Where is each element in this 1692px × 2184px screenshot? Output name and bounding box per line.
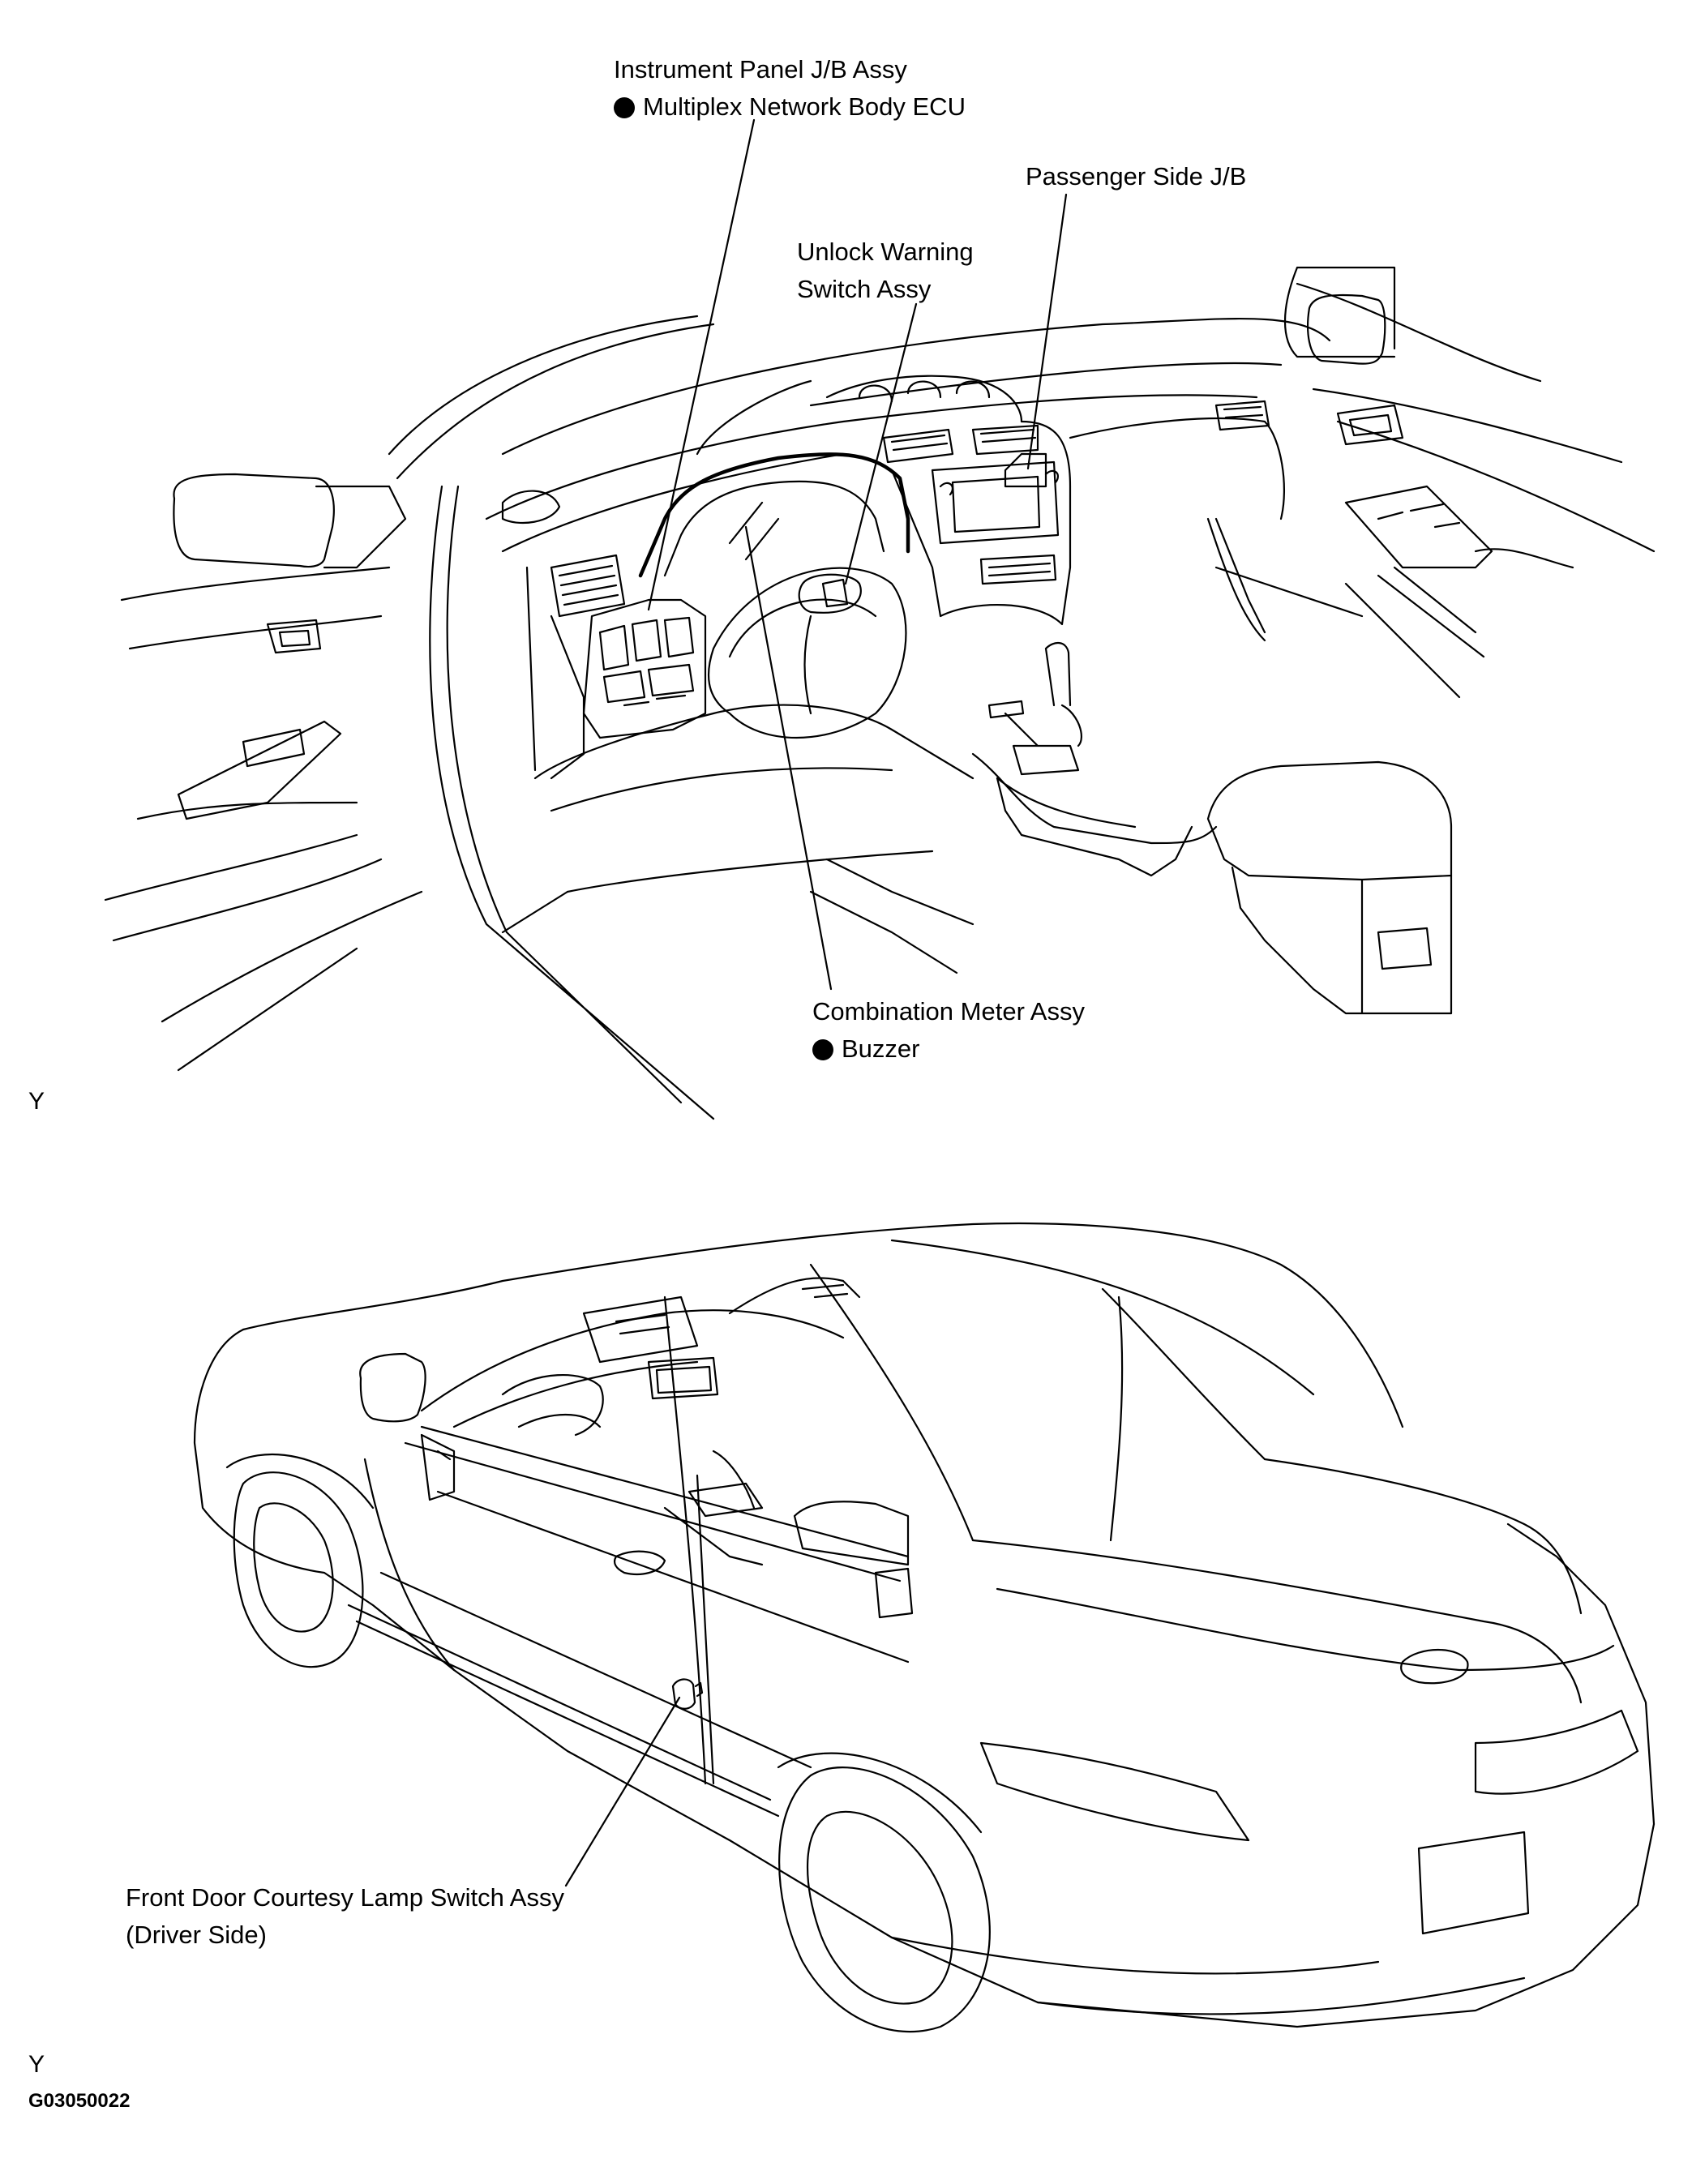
label-instrument-panel-jb-line1: Instrument Panel J/B Assy bbox=[614, 55, 907, 84]
label-courtesy-lamp-line1: Front Door Courtesy Lamp Switch Assy bbox=[126, 1883, 564, 1912]
steering-wheel bbox=[707, 567, 907, 739]
label-courtesy-lamp-switch: Front Door Courtesy Lamp Switch Assy (Dr… bbox=[126, 1879, 564, 1954]
marker-bottom-y: Y bbox=[28, 2051, 45, 2078]
left-door bbox=[104, 566, 423, 1072]
rear-wheel bbox=[778, 1766, 991, 2033]
bullet-dot-icon bbox=[812, 1039, 833, 1060]
label-courtesy-lamp-line2: (Driver Side) bbox=[126, 1921, 267, 1949]
label-instrument-panel-jb: Instrument Panel J/B Assy Multiplex Netw… bbox=[614, 51, 966, 126]
leader-instrument-panel bbox=[647, 118, 756, 611]
center-stack bbox=[825, 375, 1023, 423]
marker-top-y: Y bbox=[28, 1088, 45, 1115]
car-body bbox=[242, 1223, 1404, 1428]
bullet-dot-icon bbox=[614, 97, 635, 118]
label-passenger-jb: Passenger Side J/B bbox=[1026, 162, 1247, 191]
dashboard bbox=[485, 379, 1258, 553]
armrest bbox=[1206, 760, 1453, 881]
leader-combination-meter bbox=[744, 525, 833, 991]
roof-line bbox=[501, 318, 1331, 456]
label-unlock-warning-line1: Unlock Warning bbox=[797, 238, 974, 266]
label-unlock-warning-line2: Switch Assy bbox=[797, 275, 932, 303]
label-combination-meter: Combination Meter Assy Buzzer bbox=[812, 993, 1085, 1068]
label-combination-meter-line1: Combination Meter Assy bbox=[812, 997, 1085, 1026]
leader-passenger-jb bbox=[1026, 193, 1068, 470]
label-multiplex-ecu-text: Multiplex Network Body ECU bbox=[643, 92, 966, 121]
label-unlock-warning: Unlock Warning Switch Assy bbox=[797, 233, 974, 308]
side-mirror bbox=[359, 1352, 426, 1423]
right-mirror bbox=[1307, 293, 1386, 365]
leader-unlock-warning bbox=[844, 302, 918, 585]
front-wheel bbox=[233, 1471, 364, 1668]
figure-id: G03050022 bbox=[28, 2090, 131, 2112]
left-mirror bbox=[173, 473, 335, 568]
console bbox=[1044, 642, 1082, 747]
label-multiplex-ecu: Multiplex Network Body ECU bbox=[614, 88, 966, 126]
leader-courtesy-lamp bbox=[564, 1696, 681, 1887]
jb-box bbox=[582, 598, 707, 739]
interior-illustration bbox=[104, 118, 1656, 1120]
label-buzzer: Buzzer bbox=[812, 1030, 1085, 1068]
courtesy-switch bbox=[671, 1678, 704, 1710]
label-buzzer-text: Buzzer bbox=[842, 1034, 920, 1063]
cluster-hood bbox=[638, 452, 910, 578]
door-frame bbox=[388, 315, 715, 1120]
